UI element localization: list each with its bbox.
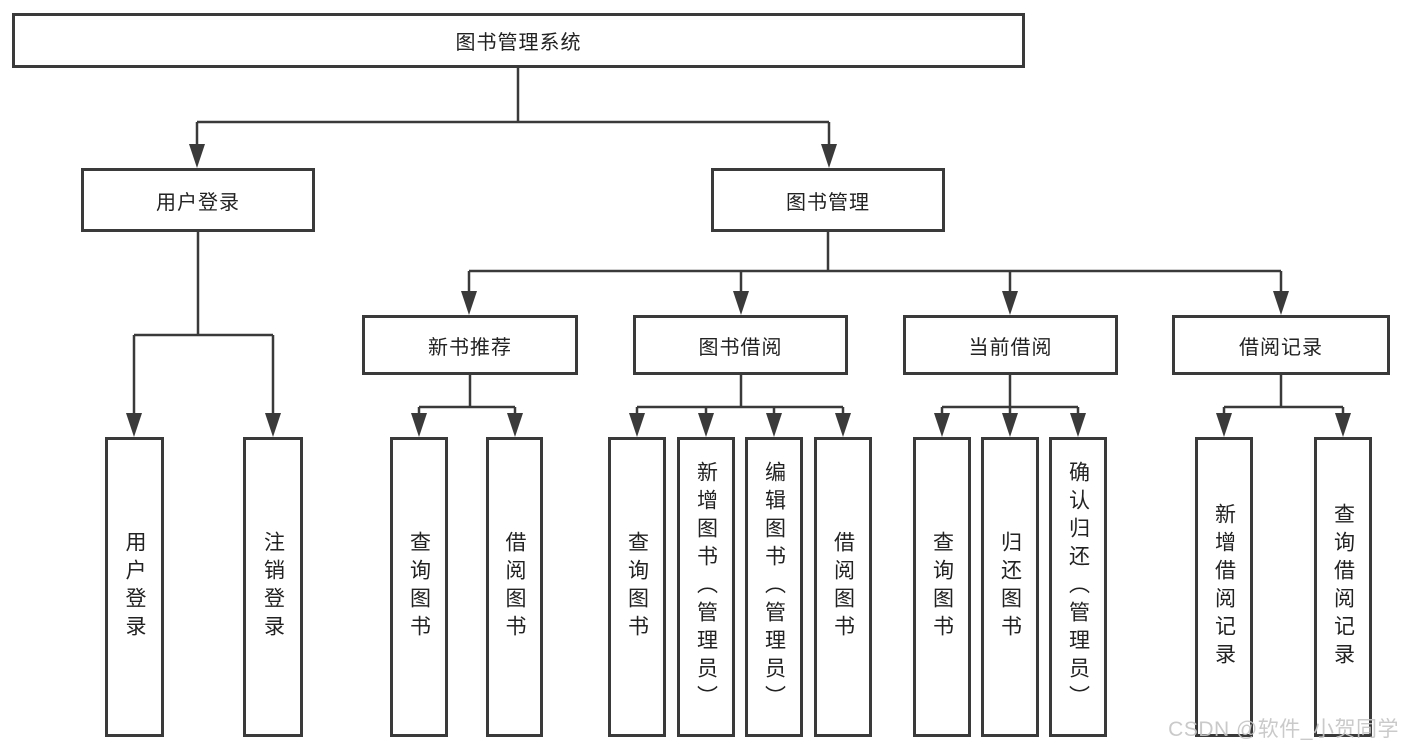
edge-bookmgmt-to-level2: [461, 232, 1289, 315]
node-user-login: 用户登录: [81, 168, 315, 232]
arrowhead-icon: [1273, 291, 1289, 315]
leaf-add-borrow-record: 新增借阅记录: [1195, 437, 1253, 737]
arrowhead-icon: [265, 413, 281, 437]
arrowhead-icon: [1002, 291, 1018, 315]
edge-root-to-level1: [189, 68, 837, 168]
leaf-label: 借阅图书: [503, 531, 526, 643]
node-new-book-recommend: 新书推荐: [362, 315, 578, 375]
node-book-borrowing: 图书借阅: [633, 315, 848, 375]
edge-current-to-leaves: [934, 375, 1086, 437]
arrowhead-icon: [189, 144, 205, 168]
leaf-query-books-current: 查询图书: [913, 437, 971, 737]
leaf-label: 用户登录: [123, 531, 146, 643]
node-root-label: 图书管理系统: [455, 32, 582, 54]
leaf-user-login: 用户登录: [105, 437, 164, 737]
arrowhead-icon: [1216, 413, 1232, 437]
leaf-label: 借阅图书: [831, 531, 855, 643]
edge-borrowing-to-leaves: [629, 375, 851, 437]
leaf-query-books-recommend: 查询图书: [390, 437, 448, 737]
leaf-label: 新增借阅记录: [1212, 503, 1236, 671]
node-label: 当前借阅: [968, 336, 1053, 359]
leaf-add-books-admin: 新增图书（管理员）: [677, 437, 735, 737]
edge-userlogin-to-leaves: [126, 232, 281, 437]
leaf-label: 查询图书: [625, 531, 649, 643]
leaf-label: 查询借阅记录: [1331, 503, 1355, 671]
leaf-borrow-books-recommend: 借阅图书: [486, 437, 543, 737]
arrowhead-icon: [126, 413, 142, 437]
arrowhead-icon: [1070, 413, 1086, 437]
leaf-label: 查询图书: [407, 531, 431, 643]
leaf-query-books-borrowing: 查询图书: [608, 437, 666, 737]
leaf-edit-books-admin: 编辑图书（管理员）: [745, 437, 803, 737]
leaf-label: 查询图书: [930, 531, 954, 643]
arrowhead-icon: [629, 413, 645, 437]
arrowhead-icon: [411, 413, 427, 437]
leaf-query-borrow-record: 查询借阅记录: [1314, 437, 1372, 737]
edge-newbooks-to-leaves: [411, 375, 523, 437]
arrowhead-icon: [698, 413, 714, 437]
leaf-logout: 注销登录: [243, 437, 303, 737]
node-root-system: 图书管理系统: [12, 13, 1025, 68]
node-label: 新书推荐: [428, 336, 512, 359]
leaf-label: 新增图书（管理员）: [694, 461, 718, 713]
arrowhead-icon: [507, 413, 523, 437]
node-current-borrowing: 当前借阅: [903, 315, 1118, 375]
arrowhead-icon: [821, 144, 837, 168]
node-label: 图书管理: [786, 191, 870, 214]
node-borrow-records: 借阅记录: [1172, 315, 1390, 375]
arrowhead-icon: [766, 413, 782, 437]
leaf-confirm-return-admin: 确认归还（管理员）: [1049, 437, 1107, 737]
node-label: 借阅记录: [1239, 336, 1323, 359]
arrowhead-icon: [1002, 413, 1018, 437]
arrowhead-icon: [733, 291, 749, 315]
arrowhead-icon: [835, 413, 851, 437]
leaf-borrow-books-borrowing: 借阅图书: [814, 437, 872, 737]
node-label: 用户登录: [156, 191, 240, 214]
node-label: 图书借阅: [698, 336, 783, 359]
leaf-return-books: 归还图书: [981, 437, 1039, 737]
arrowhead-icon: [1335, 413, 1351, 437]
leaf-label: 归还图书: [998, 531, 1022, 643]
edge-records-to-leaves: [1216, 375, 1351, 437]
arrowhead-icon: [934, 413, 950, 437]
leaf-label: 注销登录: [261, 531, 285, 643]
node-book-management: 图书管理: [711, 168, 945, 232]
leaf-label: 编辑图书（管理员）: [762, 461, 786, 713]
arrowhead-icon: [461, 291, 477, 315]
csdn-watermark: CSDN @软件_小贺同学: [1168, 718, 1399, 741]
leaf-label: 确认归还（管理员）: [1066, 461, 1090, 713]
